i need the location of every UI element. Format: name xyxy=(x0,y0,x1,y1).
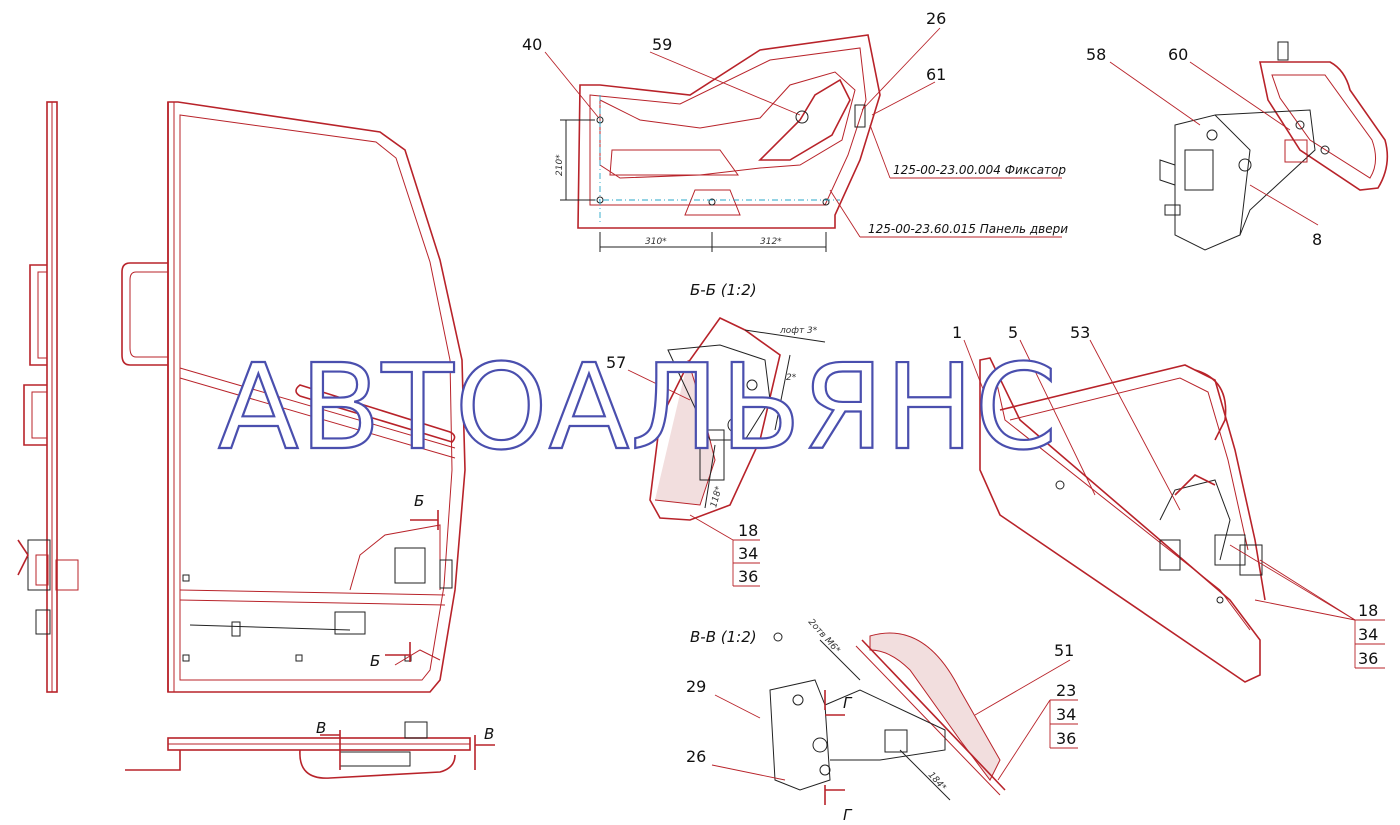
dim-118: 118* xyxy=(709,485,724,509)
dim-210: 210* xyxy=(555,154,565,176)
callout-18-mid: 18 xyxy=(738,521,758,540)
callout-53: 53 xyxy=(1070,323,1090,342)
callout-34-bottom: 34 xyxy=(1056,705,1076,724)
note-panel: 125-00-23.60.015 Панель двери xyxy=(868,222,1068,236)
section-mark-b-top: Б xyxy=(414,492,424,510)
dim-chamfer: лофт 3* xyxy=(779,326,818,336)
callout-5: 5 xyxy=(1008,323,1018,342)
callout-26-bottom: 26 xyxy=(686,747,706,766)
callout-18-right: 18 xyxy=(1358,601,1378,620)
callout-29: 29 xyxy=(686,677,706,696)
section-title-vv: В-В (1:2) xyxy=(690,628,757,646)
door-front-view: Б Б xyxy=(121,101,466,693)
watermark: АВТОАЛЬЯНС xyxy=(218,338,1058,476)
callout-8: 8 xyxy=(1312,230,1322,249)
callout-26-top: 26 xyxy=(926,9,946,28)
section-mark-v-left: В xyxy=(316,719,326,737)
dim-310: 310* xyxy=(645,237,667,247)
callout-34-right: 34 xyxy=(1358,625,1378,644)
door-top-view: В В xyxy=(125,719,495,779)
callout-40: 40 xyxy=(522,35,542,54)
door-side-view xyxy=(17,101,79,693)
section-vv-view: 2отв М6* 184* Г Г 51 23 34 36 29 26 В-В … xyxy=(686,617,1078,824)
section-title-bb: Б-Б (1:2) xyxy=(690,281,757,299)
callout-59: 59 xyxy=(652,35,672,54)
lock-assembly-view: 58 60 8 xyxy=(1086,41,1389,251)
note-fixator: 125-00-23.00.004 Фиксатор xyxy=(893,163,1066,177)
dim-holes: 2отв М6* xyxy=(806,617,842,656)
door-panel-view: 310* 312* 210* 125-00-23.00.004 Фиксатор… xyxy=(522,9,1068,299)
dim-312: 312* xyxy=(760,237,782,247)
callout-36-mid: 36 xyxy=(738,567,758,586)
callout-51: 51 xyxy=(1054,641,1074,660)
dim-184: 184* xyxy=(926,770,948,793)
callout-1: 1 xyxy=(952,323,962,342)
section-mark-b-bottom: Б xyxy=(370,652,380,670)
door-bottom-isometric: 1 5 53 18 34 36 xyxy=(952,323,1385,683)
callout-23: 23 xyxy=(1056,681,1076,700)
section-mark-g-bottom: Г xyxy=(843,806,853,824)
section-mark-v-right: В xyxy=(484,725,494,743)
callout-36-right: 36 xyxy=(1358,649,1378,668)
callout-57: 57 xyxy=(606,353,626,372)
callout-34-mid: 34 xyxy=(738,544,758,563)
callout-60: 60 xyxy=(1168,45,1188,64)
section-mark-g-top: Г xyxy=(843,694,853,712)
dim-2: 2* xyxy=(786,373,797,383)
callout-61: 61 xyxy=(926,65,946,84)
surface-finish-icon xyxy=(773,632,783,642)
callout-36-bottom: 36 xyxy=(1056,729,1076,748)
callout-58: 58 xyxy=(1086,45,1106,64)
